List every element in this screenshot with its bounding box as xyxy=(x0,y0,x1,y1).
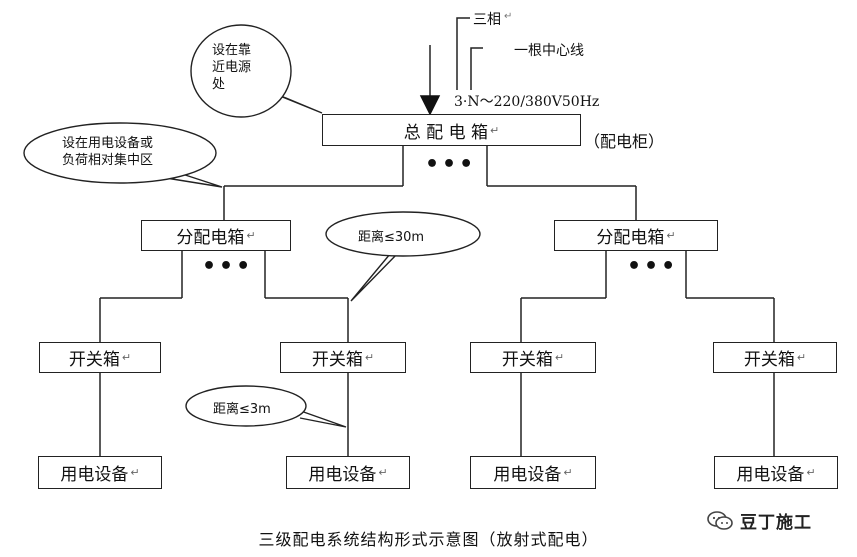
sub-distribution-box-right[interactable]: 分配电箱↵ xyxy=(554,220,718,251)
neutral-label: 一根中心线 xyxy=(514,43,584,59)
phase-label: 三相 xyxy=(473,12,501,28)
sub-distribution-box-left[interactable]: 分配电箱↵ xyxy=(141,220,291,251)
distance-30m-note: 距离≤30m xyxy=(358,230,425,245)
callout-concentrated-text: 设在用电设备或 负荷相对集中区 xyxy=(62,136,154,168)
main-distribution-box[interactable]: 总 配 电 箱↵ xyxy=(322,114,581,146)
paragraph-mark: ↵ xyxy=(504,11,513,22)
callout-30m-tail xyxy=(350,250,401,302)
equipment-box-3[interactable]: 用电设备↵ xyxy=(470,456,596,489)
switch-box-4[interactable]: 开关箱↵ xyxy=(713,342,837,373)
callout-concentrated xyxy=(23,122,217,184)
switch-box-2[interactable]: 开关箱↵ xyxy=(280,342,406,373)
equipment-box-4[interactable]: 用电设备↵ xyxy=(714,456,838,489)
left-group-ellipsis: ••• xyxy=(202,254,254,279)
distance-3m-note: 距离≤3m xyxy=(213,402,271,417)
equipment-box-2[interactable]: 用电设备↵ xyxy=(286,456,410,489)
connector-lines xyxy=(99,17,775,456)
diagram-caption: 三级配电系统结构形式示意图（放射式配电） xyxy=(258,530,599,549)
callout-bubbles xyxy=(23,24,481,428)
callout-30m xyxy=(325,211,481,257)
callout-near-source-text: 设在靠 近电源 处 xyxy=(212,43,252,92)
neutral-leader xyxy=(470,47,483,90)
supply-arrow-head xyxy=(419,95,441,116)
main-distribution-label: 总 配 电 箱 xyxy=(403,122,488,143)
callout-3m-tail xyxy=(297,409,347,428)
callout-3m xyxy=(185,385,307,427)
switch-box-1[interactable]: 开关箱↵ xyxy=(39,342,161,373)
right-group-ellipsis: ••• xyxy=(627,254,679,279)
supply-label: 3·N～220/380V50Hz xyxy=(454,94,600,110)
watermark-text: 豆丁施工 xyxy=(740,513,812,533)
equipment-box-1[interactable]: 用电设备↵ xyxy=(38,456,162,489)
switch-box-3[interactable]: 开关箱↵ xyxy=(470,342,596,373)
wechat-icon xyxy=(707,510,733,530)
distribution-cabinet-note: （配电柜） xyxy=(584,132,665,151)
phase-leader xyxy=(456,17,470,90)
watermark: 豆丁施工 xyxy=(706,508,812,533)
callout-near-source xyxy=(190,24,292,118)
main-ellipsis: ••• xyxy=(425,152,477,177)
